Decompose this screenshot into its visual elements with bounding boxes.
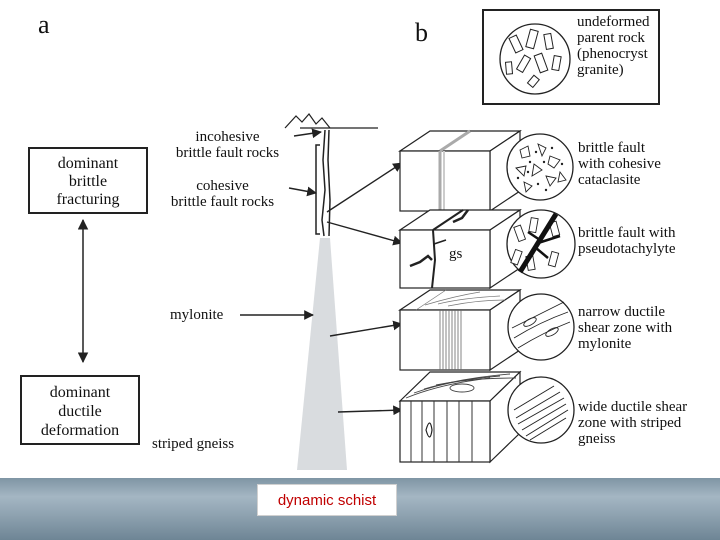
label-undeformed-line-3: (phenocryst	[577, 46, 648, 62]
circle-undeformed	[499, 23, 571, 95]
label-wide-ductile: wide ductile shear zone with striped gne…	[578, 399, 687, 447]
cohesive-bracket	[315, 144, 320, 235]
fault-trace	[321, 129, 331, 237]
label-wide-ductile-line-2: zone with striped	[578, 415, 682, 431]
arrow-to-block-1	[326, 162, 403, 213]
label-pseudotachylyte-line-1: brittle fault with	[578, 225, 676, 241]
label-cataclasite-line-1: brittle fault	[578, 140, 646, 156]
label-cataclasite-line-2: with cohesive	[578, 156, 661, 172]
label-cataclasite-line-3: cataclasite	[578, 172, 641, 188]
arrow-to-block-4	[337, 405, 403, 416]
circle-pseudotachylyte	[506, 209, 576, 279]
label-narrow-ductile-line-1: narrow ductile	[578, 304, 666, 320]
label-narrow-ductile-line-3: mylonite	[578, 336, 632, 352]
arrow-cohesive	[288, 186, 317, 197]
label-cohesive-line-1: cohesive	[196, 178, 249, 194]
ground-surface	[284, 113, 378, 129]
box-brittle-line-3: fracturing	[56, 191, 120, 208]
label-undeformed-line-1: undeformed	[577, 14, 650, 30]
label-cohesive: cohesive brittle fault rocks	[155, 178, 290, 210]
label-incohesive-line-2: brittle fault rocks	[175, 145, 280, 161]
label-undeformed-line-2: parent rock	[577, 30, 645, 46]
block-gneiss	[398, 370, 522, 464]
label-narrow-ductile-line-2: shear zone with	[578, 320, 673, 336]
box-ductile-line-3: deformation	[40, 422, 120, 439]
box-undeformed	[482, 9, 660, 105]
circle-cataclasite	[506, 133, 574, 201]
box-ductile-line-1: dominant	[49, 384, 111, 401]
label-cataclasite: brittle fault with cohesive cataclasite	[578, 140, 661, 188]
label-incohesive: incohesive brittle fault rocks	[160, 129, 295, 161]
box-brittle-line-2: brittle	[68, 173, 108, 190]
arrow-to-block-2	[326, 221, 403, 246]
box-dominant-ductile-deformation: dominant ductile deformation	[20, 375, 140, 445]
box-brittle-line-1: dominant	[57, 155, 119, 172]
label-undeformed: undeformed parent rock (phenocryst grani…	[577, 14, 649, 78]
block-mylonite	[398, 288, 522, 372]
label-gs: gs	[449, 246, 463, 262]
box-ductile-line-2: ductile	[58, 403, 102, 420]
panel-letter-a: a	[38, 10, 50, 39]
label-pseudotachylyte: brittle fault with pseudotachylyte	[578, 225, 675, 257]
block-cataclasite	[398, 129, 522, 213]
panel-letter-b: b	[415, 18, 428, 47]
label-narrow-ductile: narrow ductile shear zone with mylonite	[578, 304, 672, 352]
label-undeformed-line-4: granite)	[577, 62, 624, 78]
label-mylonite-depth: mylonite	[170, 307, 224, 323]
box-dominant-brittle-fracturing: dominant brittle fracturing	[28, 147, 148, 214]
label-cohesive-line-2: brittle fault rocks	[170, 194, 275, 210]
label-incohesive-line-1: incohesive	[195, 129, 260, 145]
label-wide-ductile-line-3: gneiss	[578, 431, 616, 447]
label-wide-ductile-line-1: wide ductile shear	[578, 399, 688, 415]
label-striped-gneiss: striped gneiss	[152, 436, 235, 452]
ductile-shear-cone	[297, 238, 347, 470]
caption-dynamic-schist: dynamic schist	[257, 484, 397, 516]
arrow-incohesive	[293, 128, 322, 139]
circle-mylonite	[507, 293, 575, 361]
arrow-to-block-3	[329, 320, 403, 337]
block-pseudotachylyte	[398, 208, 522, 290]
circle-gneiss	[507, 376, 575, 444]
label-pseudotachylyte-line-2: pseudotachylyte	[578, 241, 676, 257]
